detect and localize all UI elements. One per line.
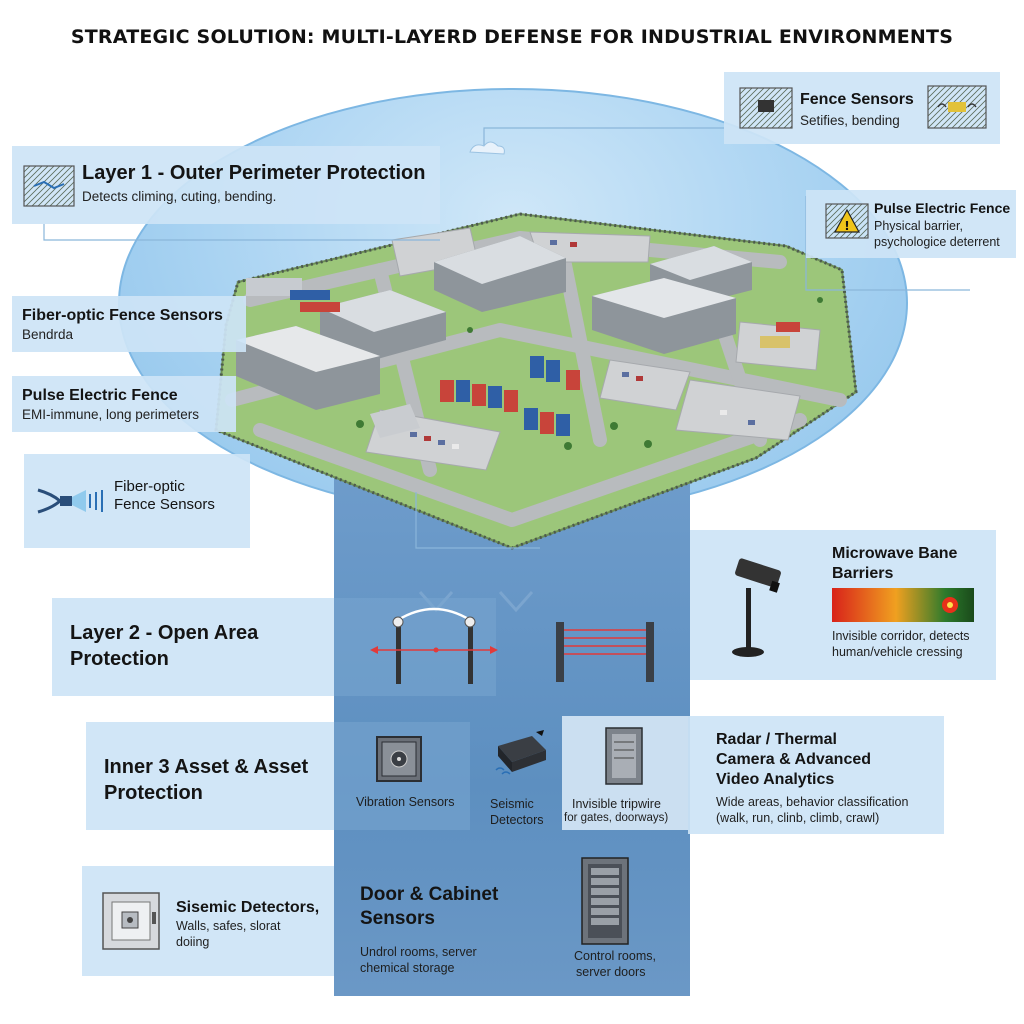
inner3-line2: Protection (104, 782, 203, 804)
fence-sensor-icon (739, 87, 793, 129)
door-cabinet-title-2: Sensors (360, 908, 435, 929)
fence-vibration-icon (927, 85, 987, 129)
seismic-detector-icon (495, 730, 546, 775)
pulse-fence-left-title: Pulse Electric Fence (22, 387, 178, 404)
ir-beam-post-icon (370, 607, 498, 684)
fence-cut-icon (23, 165, 75, 207)
sisemic-desc-1: Walls, safes, slorat (176, 919, 281, 933)
layer2-panel (52, 598, 334, 696)
page-title: STRATEGIC SOLUTION: MULTI-LAYERD DEFENSE… (70, 26, 954, 48)
warning-icon: ! (825, 203, 869, 239)
pulse-fence-left-panel (12, 376, 236, 432)
fiber-optic-cable-icon (37, 488, 103, 514)
microwave-title-1: Microwave Bane (832, 545, 958, 562)
pulse-fence-top-desc-2: psychologice deterrent (874, 235, 1000, 249)
radar-desc-1: Wide areas, behavior classification (716, 795, 909, 809)
pulse-fence-left-desc: EMI-immune, long perimeters (22, 407, 200, 422)
microwave-title-2: Barriers (832, 565, 894, 582)
fiber-optic-2-line2: Fence Sensors (114, 496, 215, 513)
fiber-optic-2-line1: Fiber-optic (114, 478, 185, 495)
layer2-line1: Layer 2 - Open Area (70, 622, 259, 644)
radar-panel (688, 716, 944, 834)
radar-title-2: Camera & Advanced (716, 751, 872, 768)
fence-sensors-desc: Setifies, bending (800, 113, 900, 128)
door-cabinet-title-1: Door & Cabinet (360, 884, 499, 905)
server-rack-icon (605, 727, 643, 785)
svg-text:!: ! (844, 219, 849, 233)
radar-title-1: Radar / Thermal (716, 731, 837, 748)
control-rooms-line2: server doors (576, 965, 646, 979)
inner3-line1: Inner 3 Asset & Asset (104, 756, 309, 778)
tripwire-line1: Invisible tripwire (572, 797, 661, 811)
door-cabinet-desc-2: chemical storage (360, 961, 455, 975)
sisemic-title: Sisemic Detectors, (176, 899, 320, 916)
sisemic-desc-2: doiing (176, 935, 210, 949)
fiber-optic-1-panel (12, 296, 246, 352)
laser-fence-icon (556, 622, 654, 682)
layer1-title: Layer 1 - Outer Perimeter Protection (82, 162, 426, 184)
security-camera-icon (732, 558, 781, 657)
wall-sensor-icon (102, 892, 160, 950)
pulse-fence-top-desc-1: Physical barrier, (874, 219, 963, 233)
microwave-beam-icon (832, 588, 974, 622)
cabinet-icon (581, 857, 629, 945)
door-cabinet-desc-1: Undrol rooms, server (360, 945, 477, 959)
pulse-fence-top-title: Pulse Electric Fence (874, 200, 1011, 216)
radar-desc-2: (walk, run, clinb, climb, crawl) (716, 811, 880, 825)
fiber-optic-1-desc: Bendrda (22, 327, 74, 342)
tripwire-line2: for gates, doorways) (564, 812, 669, 824)
seismic-line1: Seismic (490, 797, 534, 811)
control-rooms-line1: Control rooms, (574, 949, 656, 963)
fence-sensors-title: Fence Sensors (800, 91, 914, 108)
layer2-line2: Protection (70, 648, 169, 670)
seismic-line2: Detectors (490, 813, 544, 827)
microwave-desc-2: human/vehicle cressing (832, 645, 963, 659)
layer1-desc: Detects climing, cuting, bending. (82, 189, 277, 204)
microwave-desc-1: Invisible corridor, detects (832, 629, 970, 643)
fiber-optic-1-title: Fiber-optic Fence Sensors (22, 307, 223, 324)
radar-title-3: Video Analytics (716, 771, 835, 788)
inner3-panel (86, 722, 334, 830)
layer1-panel (12, 146, 440, 224)
safe-icon (376, 736, 422, 782)
vibration-sensors-label: Vibration Sensors (356, 795, 455, 809)
